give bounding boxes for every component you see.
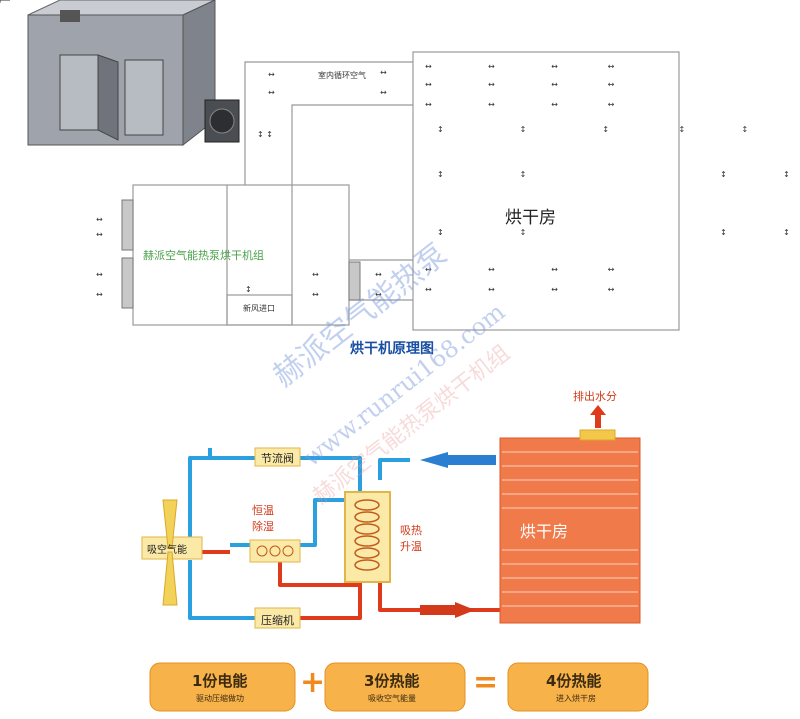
arrow-glyph: ↔ [96,215,103,224]
top-room-label: 烘干房 [505,208,556,228]
arrow-glyph: ↕ [245,285,252,294]
machine-illustration [27,0,240,147]
arrow-row: ↔ ↔ ↔ ↔ [425,265,619,274]
box1-main: 1份电能 [192,672,248,690]
arrow-glyph: ↔ [312,290,319,299]
arrow-row: ↔ ↔ ↔ ↔ [425,285,619,294]
box2-sub: 吸收空气能量 [368,694,416,703]
box2-main: 3份热能 [364,672,420,690]
arrow-row: ↕ ↕ ↕ ↕ ↕ [437,125,753,134]
constant-temp-label: 恒温 [252,504,274,517]
arrow-row: ↔ ↔ ↔ ↔ [425,100,619,109]
bottom-drying-room [499,405,641,624]
exhaust-label: 排出水分 [573,390,617,403]
arrow-glyph: ↔ [375,290,382,299]
dehumid-label: 除湿 [252,520,274,533]
arrow-glyph: ↔ [96,270,103,279]
fan-icon [162,499,178,606]
diagram-title: 烘干机原理图 [350,341,434,357]
box3-main: 4份热能 [546,672,602,690]
equals-sign: = [473,665,499,700]
arrow-row: ↔ ↔ ↔ ↔ [425,62,619,71]
plus-sign: + [300,665,326,700]
arrow-glyph: ↔ [380,88,387,97]
fresh-air-label: 新风进口 [243,304,275,313]
bottom-room-label: 烘干房 [520,522,569,541]
box3-sub: 进入烘干房 [556,694,596,703]
arrow-glyph: ↔ [380,68,387,77]
absorb-air-label: 吸空气能 [147,545,187,556]
arrow-glyph: ↔ [312,270,319,279]
room-flow-arrows [420,452,496,618]
arrow-row: ↔ ↔ ↔ ↔ [425,80,619,89]
arrow-row: ↕ ↕ ↕ ↕ [437,170,794,179]
airflow-arrows [0,0,10,3]
heat-raise-label: 升温 [400,540,422,553]
unit-fans [121,199,361,309]
arrow-glyph: ↔ [268,70,275,79]
arrow-row: ↕ ↕ ↕ ↕ [437,228,794,237]
compressor-label: 压缩机 [261,614,294,627]
throttle-label: 节流阀 [261,452,294,465]
heat-absorb-label: 吸热 [400,524,422,537]
indoor-air-label: 室内循环空气 [318,71,366,80]
box1-sub: 驱动压缩做功 [196,694,244,703]
components [141,447,391,629]
arrow-glyph: ↔ [96,290,103,299]
equation-boxes [149,662,649,712]
arrow-glyph: ↔ [268,88,275,97]
arrow-glyph: ↕ ↕ [257,130,273,139]
arrow-glyph: ↔ [375,270,382,279]
unit-label: 赫派空气能热泵烘干机组 [143,249,264,262]
arrow-glyph: ↔ [96,230,103,239]
